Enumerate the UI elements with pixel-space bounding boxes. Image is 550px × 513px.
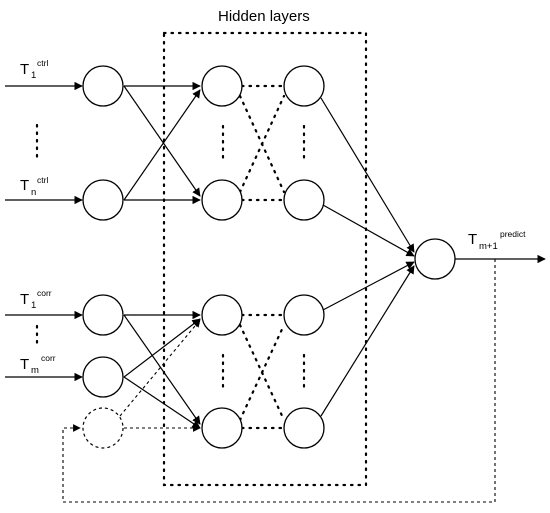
hidden-node xyxy=(201,65,243,107)
label-sup: ctrl xyxy=(37,175,48,185)
label-t1-ctrl: T 1 ctrl xyxy=(20,58,48,81)
edge xyxy=(322,204,415,257)
edge xyxy=(123,314,201,425)
edge xyxy=(320,97,415,253)
edge xyxy=(123,318,201,378)
hidden-node xyxy=(283,179,325,221)
edge xyxy=(123,85,201,197)
hidden-node xyxy=(283,65,325,107)
edge xyxy=(322,261,415,311)
hidden-layers-frame xyxy=(162,31,368,487)
output-node xyxy=(414,238,456,280)
edge xyxy=(320,265,415,417)
label-sub: 1 xyxy=(31,70,36,81)
hidden-node xyxy=(283,294,325,336)
hidden-layers-title: Hidden layers xyxy=(218,8,310,25)
feedback-loop xyxy=(62,259,496,503)
label-sub: m xyxy=(31,365,39,376)
label-sup: predict xyxy=(500,229,526,239)
input-node xyxy=(82,179,124,221)
label-main: T xyxy=(20,61,29,78)
hidden-node xyxy=(201,407,243,449)
label-sup: corr xyxy=(41,353,56,363)
hidden-node xyxy=(283,407,325,449)
input-node xyxy=(82,65,124,107)
edge xyxy=(123,376,201,429)
input-node xyxy=(82,294,124,336)
label-t1-corr: T 1 corr xyxy=(20,288,52,311)
label-main: T xyxy=(20,177,29,194)
input-node xyxy=(82,356,124,398)
label-main: T xyxy=(20,291,29,308)
hidden-node xyxy=(201,179,243,221)
feedback-edge xyxy=(119,319,201,417)
label-main: T xyxy=(468,231,477,248)
label-output: T m+1 predict xyxy=(468,229,526,252)
label-sub: n xyxy=(31,187,36,198)
label-sup: corr xyxy=(37,288,52,298)
label-tm-corr: T m corr xyxy=(20,353,56,376)
edge xyxy=(123,89,201,201)
hidden-node xyxy=(201,294,243,336)
label-tn-ctrl: T n ctrl xyxy=(20,175,48,198)
feedback-node xyxy=(82,407,124,449)
label-sub: 1 xyxy=(31,300,36,311)
hidden-connection xyxy=(238,94,286,194)
label-sub: m+1 xyxy=(479,241,498,252)
hidden-connection xyxy=(238,323,286,422)
label-sup: ctrl xyxy=(37,58,48,68)
label-main: T xyxy=(20,356,29,373)
